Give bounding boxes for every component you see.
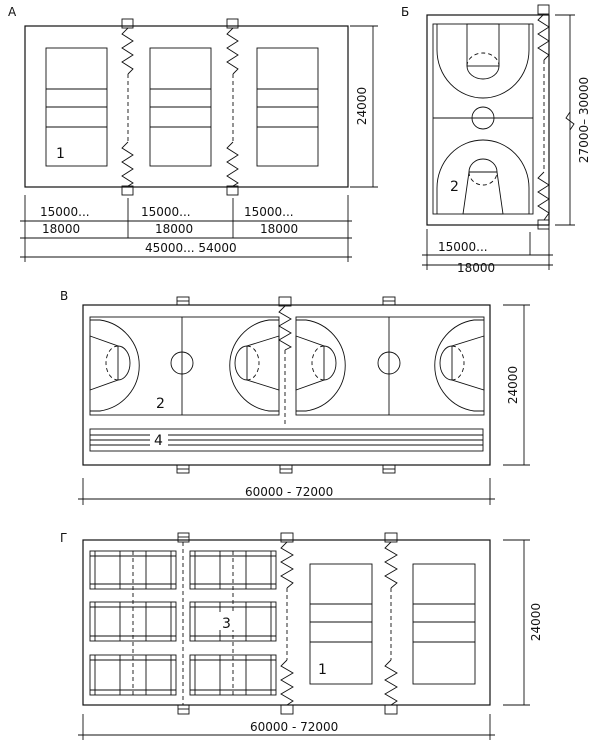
volleyball-court-g1 <box>309 563 373 685</box>
volleyball-court-a3 <box>256 47 319 167</box>
partition-g2 <box>384 532 398 715</box>
partition-v-center <box>278 296 292 425</box>
small-courts-left <box>89 550 177 696</box>
dimension-v-length: 60000 - 72000 <box>78 478 495 505</box>
svg-text:60000 - 72000: 60000 - 72000 <box>250 720 338 734</box>
svg-text:45000... 54000: 45000... 54000 <box>145 241 237 255</box>
svg-text:18000: 18000 <box>457 261 495 275</box>
hall-b-outline <box>426 14 550 226</box>
court-label-a: 1 <box>56 146 65 162</box>
partition-b <box>537 4 550 230</box>
svg-text:60000 - 72000: 60000 - 72000 <box>245 485 333 499</box>
volleyball-court-a2 <box>149 47 212 167</box>
svg-text:18000: 18000 <box>42 222 80 236</box>
dimension-a-chain: 15000... 15000... 15000... 18000 18000 1… <box>20 195 352 262</box>
basketball-court-v2 <box>295 316 485 416</box>
small-courts-right <box>189 550 277 696</box>
court-label-v: 2 <box>156 396 165 412</box>
volleyball-court-a1 <box>45 47 108 167</box>
dimension-g-length: 60000 - 72000 <box>78 714 495 740</box>
svg-text:27000– 30000: 27000– 30000 <box>577 77 591 163</box>
partition-g-small <box>177 532 190 715</box>
dimension-v-height: 24000 <box>503 304 530 466</box>
dimension-a-height: 24000 <box>350 25 378 188</box>
panel-a-letter: А <box>8 5 17 19</box>
panel-a: А 1 <box>8 5 378 262</box>
court-label-b: 2 <box>450 179 459 195</box>
svg-text:15000...: 15000... <box>438 240 488 254</box>
basketball-court-b <box>432 23 534 215</box>
dimension-b-width: 15000... 18000 <box>422 229 553 275</box>
panel-g-letter: Г <box>60 531 67 545</box>
running-track-v <box>89 428 484 452</box>
svg-text:18000: 18000 <box>260 222 298 236</box>
basketball-court-v1 <box>89 316 280 416</box>
volleyball-court-g2 <box>412 563 476 685</box>
svg-text:24000: 24000 <box>529 603 543 641</box>
svg-text:24000: 24000 <box>355 87 369 125</box>
dimension-g-height: 24000 <box>503 539 543 706</box>
wall-hooks-v <box>176 296 396 474</box>
svg-text:15000...: 15000... <box>40 205 90 219</box>
small-courts-label-g: 3 <box>222 616 231 632</box>
svg-text:15000...: 15000... <box>141 205 191 219</box>
svg-text:24000: 24000 <box>506 366 520 404</box>
panel-v: В 2 <box>60 289 530 505</box>
hall-a-outline <box>24 25 349 188</box>
partition-g1 <box>280 532 294 715</box>
panel-b: Б 2 27 <box>401 4 591 275</box>
svg-text:15000...: 15000... <box>244 205 294 219</box>
panel-g: Г <box>60 531 543 740</box>
svg-text:18000: 18000 <box>155 222 193 236</box>
partition-a1 <box>121 18 134 196</box>
track-label-v: 4 <box>154 433 163 449</box>
panel-v-letter: В <box>60 289 68 303</box>
panel-b-letter: Б <box>401 5 409 19</box>
partition-a2 <box>226 18 239 196</box>
dimension-b-height: 27000– 30000 <box>555 14 591 226</box>
hall-v-outline <box>82 304 491 466</box>
volley-label-g: 1 <box>318 662 327 678</box>
